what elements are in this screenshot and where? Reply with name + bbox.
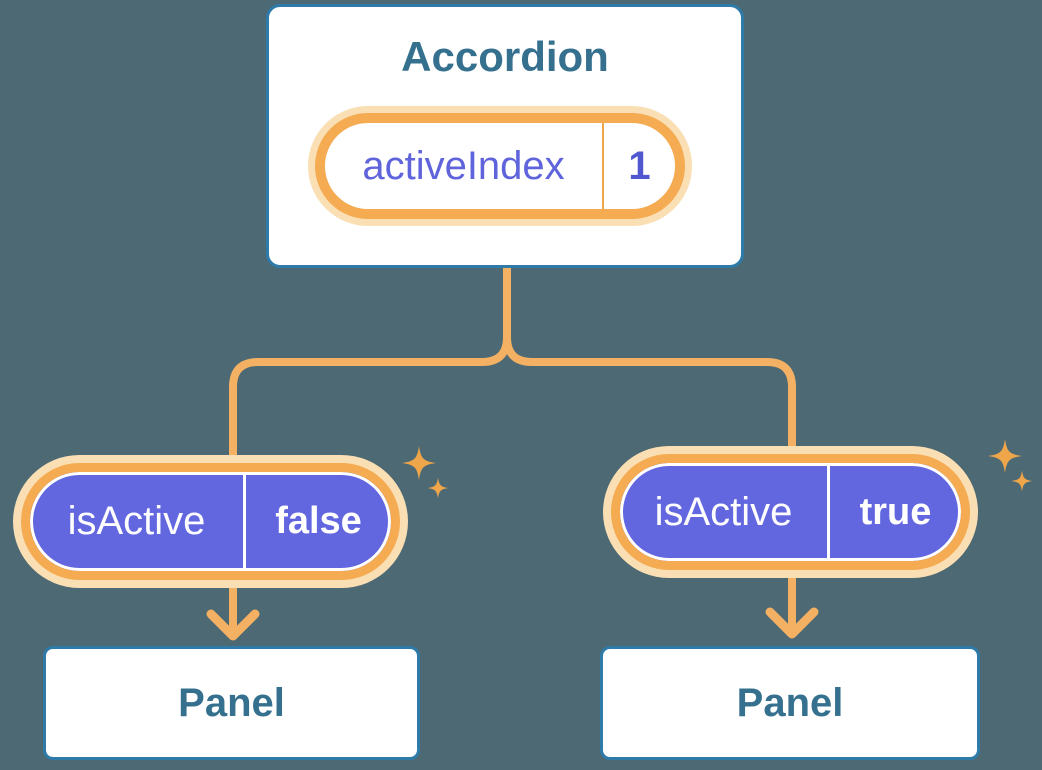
arrow-down-icon bbox=[206, 609, 260, 641]
branch-line-left bbox=[206, 262, 511, 641]
accordion-title: Accordion bbox=[401, 33, 609, 80]
state-pill: activeIndex 1 bbox=[315, 113, 685, 219]
prop-pill-divider bbox=[243, 472, 246, 571]
prop-pill-isactive-true: isActive true bbox=[611, 454, 970, 570]
accordion-card: Accordion activeIndex 1 bbox=[266, 4, 744, 268]
state-pill-value: 1 bbox=[628, 143, 651, 188]
state-pill-label: activeIndex bbox=[362, 143, 565, 188]
prop-pill-value: true bbox=[859, 490, 932, 533]
prop-pill-label: isActive bbox=[654, 489, 793, 534]
panel-card-right: Panel bbox=[600, 646, 980, 760]
state-pill-divider bbox=[602, 123, 604, 209]
panel-card-left: Panel bbox=[43, 646, 420, 760]
sparkle-icon bbox=[988, 439, 1022, 473]
prop-pill-value: false bbox=[275, 500, 362, 542]
sparkle-icon bbox=[427, 477, 449, 499]
panel-title: Panel bbox=[178, 680, 285, 725]
arrow-down-icon bbox=[765, 607, 819, 639]
prop-pill-label: isActive bbox=[67, 499, 206, 543]
prop-pill-isactive-false: isActive false bbox=[21, 463, 400, 580]
sparkle-icon bbox=[402, 446, 436, 480]
prop-pill-divider bbox=[827, 463, 830, 561]
sparkle-icon bbox=[1011, 470, 1033, 492]
panel-title: Panel bbox=[736, 680, 844, 725]
branch-line-right bbox=[503, 262, 819, 639]
